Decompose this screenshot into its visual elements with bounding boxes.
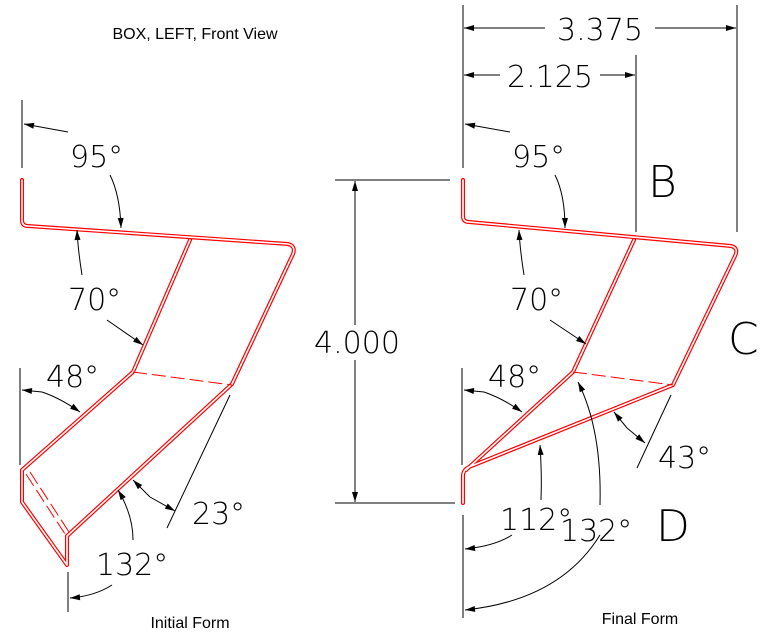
- final-angle-95: 95°: [512, 140, 565, 175]
- partial-width-value: 2.125: [507, 60, 593, 95]
- label-b: B: [648, 157, 677, 208]
- initial-angle-132: 132°: [96, 548, 168, 583]
- initial-form-dimensions: 95° 70° 48° 23° 132°: [19, 100, 245, 612]
- final-form-caption: Final Form: [602, 611, 678, 628]
- drawing-title: BOX, LEFT, Front View: [112, 26, 278, 43]
- final-form-dimensions: 3.375 2.125 95° 70° 48° 43° 112° 132° B …: [461, 5, 759, 618]
- initial-angle-48: 48°: [46, 360, 99, 395]
- final-angle-70: 70°: [510, 283, 563, 318]
- height-dimension: 4.000: [314, 179, 455, 504]
- overall-width-value: 3.375: [557, 13, 643, 48]
- initial-form-caption: Initial Form: [150, 615, 229, 632]
- label-c: C: [728, 314, 759, 365]
- final-angle-48: 48°: [488, 360, 541, 395]
- initial-angle-23: 23°: [192, 497, 245, 532]
- initial-angle-95: 95°: [70, 140, 123, 175]
- final-angle-43: 43°: [658, 441, 711, 476]
- initial-angle-70: 70°: [68, 283, 121, 318]
- final-form-part: [461, 178, 739, 505]
- final-angle-132: 132°: [560, 514, 632, 549]
- label-d: D: [656, 501, 690, 552]
- initial-form-part: [20, 178, 296, 567]
- final-angle-112: 112°: [500, 503, 572, 538]
- height-value: 4.000: [314, 326, 400, 361]
